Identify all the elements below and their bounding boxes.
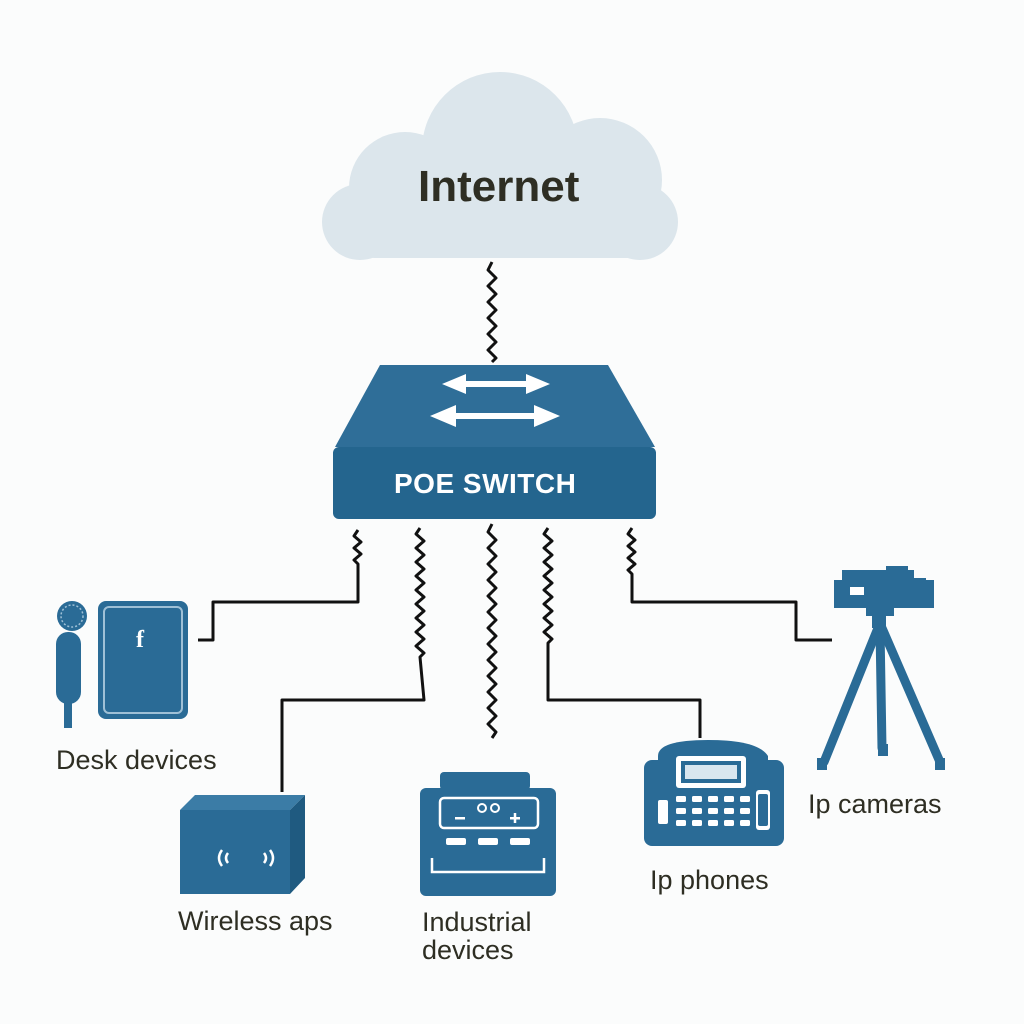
desk-devices-label: Desk devices (56, 745, 217, 775)
tablet-icon: f (98, 601, 188, 719)
ip-camera-icon (817, 566, 945, 770)
internet-cloud-icon (322, 72, 678, 260)
ip-cameras-label: Ip cameras (808, 789, 942, 819)
switch-label: POE SWITCH (394, 468, 577, 499)
wireless-ap-icon (180, 795, 305, 894)
svg-text:f: f (136, 627, 145, 653)
industrial-devices-label: Industrial devices (422, 907, 532, 965)
ip-phone-icon (644, 740, 784, 846)
industrial-device-icon (420, 772, 556, 896)
poe-switch-icon (333, 365, 656, 519)
internet-label: Internet (418, 162, 580, 211)
uplink-cable (486, 261, 498, 364)
device-cables (198, 523, 832, 792)
microphone-icon (56, 601, 87, 728)
wireless-aps-label: Wireless aps (178, 906, 333, 936)
ip-phones-label: Ip phones (650, 865, 769, 895)
